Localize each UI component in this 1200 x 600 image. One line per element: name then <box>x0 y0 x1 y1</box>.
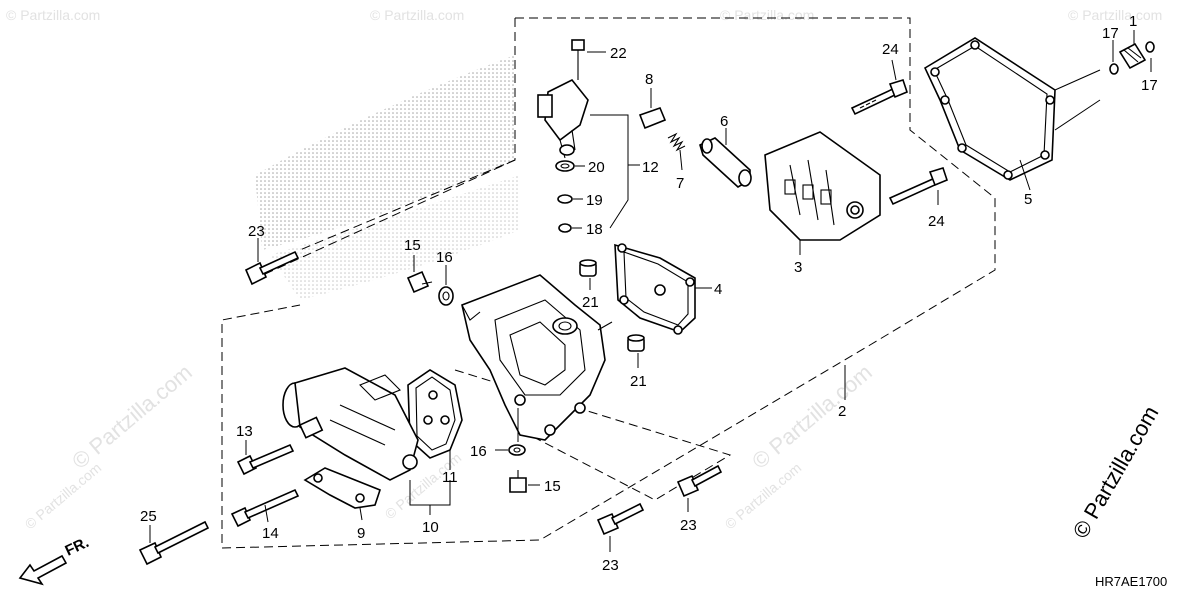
part-gasket-cover[interactable] <box>923 37 1056 181</box>
part-bolt-24-lower[interactable] <box>888 167 948 206</box>
part-linear-solenoid[interactable] <box>282 367 419 481</box>
watermark-large: © Partzilla.com <box>1068 402 1164 543</box>
part-gasket-solenoid[interactable] <box>407 369 463 459</box>
watermark-small: © Partzilla.com <box>6 7 100 23</box>
part-bolt-23-right[interactable] <box>676 464 723 498</box>
part-valve-body-main[interactable] <box>461 274 613 441</box>
callout-11: 11 <box>442 469 458 486</box>
callout-13: 13 <box>236 423 253 440</box>
part-o-ring-19[interactable] <box>557 194 573 204</box>
callout-12: 12 <box>642 159 659 176</box>
part-bolt-23-bottom[interactable] <box>596 502 645 536</box>
callout-21-upper: 21 <box>582 294 599 311</box>
callout-24-lower: 24 <box>928 213 945 230</box>
watermark-small: © Partzilla.com <box>1068 7 1162 23</box>
callout-labels: 1 2 3 4 5 6 7 8 9 10 11 12 13 14 15 15 1… <box>140 13 1158 574</box>
callout-22: 22 <box>610 45 627 62</box>
part-plate[interactable] <box>638 106 667 130</box>
callout-17-left: 17 <box>1102 25 1119 42</box>
part-valve-body-upper[interactable] <box>764 131 881 241</box>
watermark-small: © Partzilla.com <box>720 7 814 23</box>
watermark-small: © Partzilla.com <box>747 359 877 473</box>
callout-4: 4 <box>714 281 722 298</box>
callout-1: 1 <box>1129 13 1137 30</box>
watermark-small: © Partzilla.com <box>67 359 197 473</box>
part-bolt-25[interactable] <box>138 520 210 566</box>
callout-5: 5 <box>1024 191 1032 208</box>
callout-2: 2 <box>838 403 846 420</box>
callout-25: 25 <box>140 508 157 525</box>
part-o-ring-18[interactable] <box>558 223 572 233</box>
part-spool-valve[interactable] <box>699 137 752 188</box>
callout-16-upper: 16 <box>436 249 453 266</box>
part-o-rings[interactable] <box>1109 41 1155 75</box>
callout-7: 7 <box>676 175 684 192</box>
part-washer-16-lower[interactable] <box>508 444 526 456</box>
part-washer-20[interactable] <box>555 160 575 172</box>
part-dowel-pin-lower[interactable] <box>627 334 645 352</box>
callout-6: 6 <box>720 113 728 130</box>
part-gasket-valve-body[interactable] <box>614 243 696 335</box>
callout-21-lower: 21 <box>630 373 647 390</box>
callout-15-upper: 15 <box>404 237 421 254</box>
part-bolt-15-upper[interactable] <box>406 270 433 294</box>
callout-9: 9 <box>357 525 365 542</box>
part-bolt-15-lower[interactable] <box>509 470 527 493</box>
callout-23-bottom: 23 <box>602 557 619 574</box>
part-dowel-pin-upper[interactable] <box>579 259 597 277</box>
background-logo-watermark <box>255 55 520 300</box>
callout-15-lower: 15 <box>544 478 561 495</box>
callout-24-upper: 24 <box>882 41 899 58</box>
callout-3: 3 <box>794 259 802 276</box>
front-direction-arrow: FR. <box>18 534 92 586</box>
callout-23-right: 23 <box>680 517 697 534</box>
part-spring[interactable] <box>667 132 686 152</box>
watermark-small: © Partzilla.com <box>22 459 105 532</box>
diagram-code: HR7AE1700 <box>1095 574 1167 589</box>
callout-8: 8 <box>645 71 653 88</box>
callout-16-lower: 16 <box>470 443 487 460</box>
callout-23-left: 23 <box>248 223 265 240</box>
part-bolt-22[interactable] <box>571 39 585 80</box>
part-washer-16-upper[interactable] <box>438 286 454 306</box>
part-plug[interactable] <box>1118 42 1147 70</box>
part-bracket[interactable] <box>303 467 381 509</box>
part-bolt-24-upper[interactable] <box>850 79 908 116</box>
callout-17-right: 17 <box>1141 77 1158 94</box>
dashed-group-outlines <box>221 17 996 549</box>
part-bolt-23-left[interactable] <box>244 250 300 286</box>
part-bolt-13[interactable] <box>236 443 295 476</box>
callout-19: 19 <box>586 192 603 209</box>
front-label: FR. <box>63 534 92 560</box>
callout-18: 18 <box>586 221 603 238</box>
watermark-small: © Partzilla.com <box>370 7 464 23</box>
callout-10: 10 <box>422 519 439 536</box>
part-shift-solenoid[interactable] <box>537 78 589 159</box>
callout-20: 20 <box>588 159 605 176</box>
part-bolt-14[interactable] <box>230 488 300 528</box>
callout-14: 14 <box>262 525 279 542</box>
